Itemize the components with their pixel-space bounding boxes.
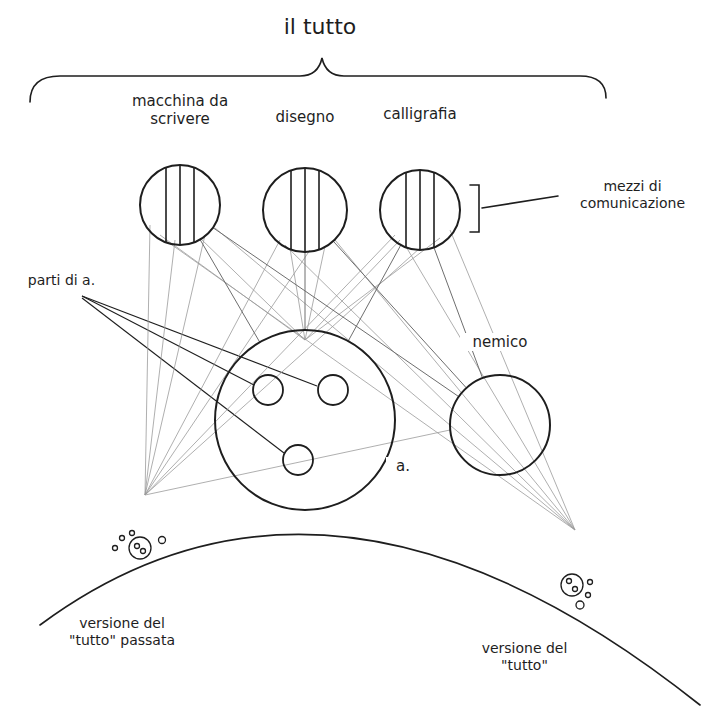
node-label: nemico xyxy=(460,333,540,351)
part-circle xyxy=(283,445,313,475)
note-label: mezzi di comunicazione xyxy=(560,178,705,212)
inner-stroke xyxy=(165,168,167,243)
inner-stroke xyxy=(179,165,181,245)
cluster-dot xyxy=(135,544,140,549)
circle-shape xyxy=(263,168,347,252)
diagram-title: il tutto xyxy=(240,14,400,39)
circle-outline xyxy=(210,325,422,525)
cluster-dot xyxy=(130,531,135,536)
note-label: versione del "tutto" xyxy=(462,640,587,674)
cluster-dot xyxy=(573,587,578,592)
fan-line xyxy=(200,238,305,340)
cluster-dot xyxy=(159,537,166,544)
cluster-dot xyxy=(576,601,584,609)
leader-line xyxy=(482,196,558,208)
fan-line xyxy=(405,245,575,530)
circle-outline xyxy=(365,105,475,255)
circle-node: nemico xyxy=(440,333,560,478)
inner-stroke xyxy=(304,168,306,252)
node-label: disegno xyxy=(260,108,350,126)
circle-node: macchina da scrivere xyxy=(110,92,250,252)
fan-line xyxy=(290,248,305,340)
note-label: versione del "tutto" passata xyxy=(62,615,182,649)
circle-shape xyxy=(450,375,550,475)
circle-node: calligrafia xyxy=(365,105,475,255)
circle-shape xyxy=(215,330,395,510)
fan-line xyxy=(305,238,440,340)
fan-line xyxy=(285,245,575,530)
inner-stroke xyxy=(193,168,195,243)
cluster-dot xyxy=(567,579,572,584)
fan-line xyxy=(165,240,575,530)
circle-outline xyxy=(255,108,355,255)
brace xyxy=(30,58,606,102)
node-label: calligrafia xyxy=(365,105,475,123)
cluster-circle xyxy=(129,537,151,559)
part-circle xyxy=(318,375,348,405)
node-label: a. xyxy=(386,457,420,475)
part-circle xyxy=(253,375,283,405)
inner-stroke xyxy=(290,170,292,249)
cluster-dot xyxy=(120,536,125,541)
fan-line xyxy=(450,230,575,530)
cluster-dot xyxy=(586,593,591,598)
connector-line xyxy=(434,247,483,378)
inner-stroke xyxy=(419,170,421,250)
cluster-circle xyxy=(561,574,583,596)
inner-stroke xyxy=(405,173,407,248)
circle-shape xyxy=(380,170,460,250)
cluster-dot xyxy=(141,549,146,554)
node-label: macchina da scrivere xyxy=(120,92,240,128)
fan-line xyxy=(145,240,280,495)
connector-line xyxy=(213,228,459,397)
circle-outline xyxy=(440,333,560,478)
fan-line xyxy=(145,235,205,495)
connector-line xyxy=(200,240,260,343)
note-label: parti di a. xyxy=(14,272,109,289)
inner-stroke xyxy=(318,170,320,249)
connector-line xyxy=(333,241,466,388)
cluster-dot xyxy=(113,546,118,551)
fan-line xyxy=(145,225,150,495)
fan-line xyxy=(145,430,450,495)
bracket xyxy=(470,185,479,232)
fan-line xyxy=(305,240,400,340)
fan-line xyxy=(215,228,575,530)
circle-node: disegno xyxy=(255,108,355,255)
leader-line xyxy=(82,298,284,453)
circle-node: a. xyxy=(210,325,422,525)
inner-stroke xyxy=(433,173,435,248)
circle-shape xyxy=(140,165,220,245)
cluster-dot xyxy=(588,580,593,585)
ground-arc xyxy=(40,534,700,705)
